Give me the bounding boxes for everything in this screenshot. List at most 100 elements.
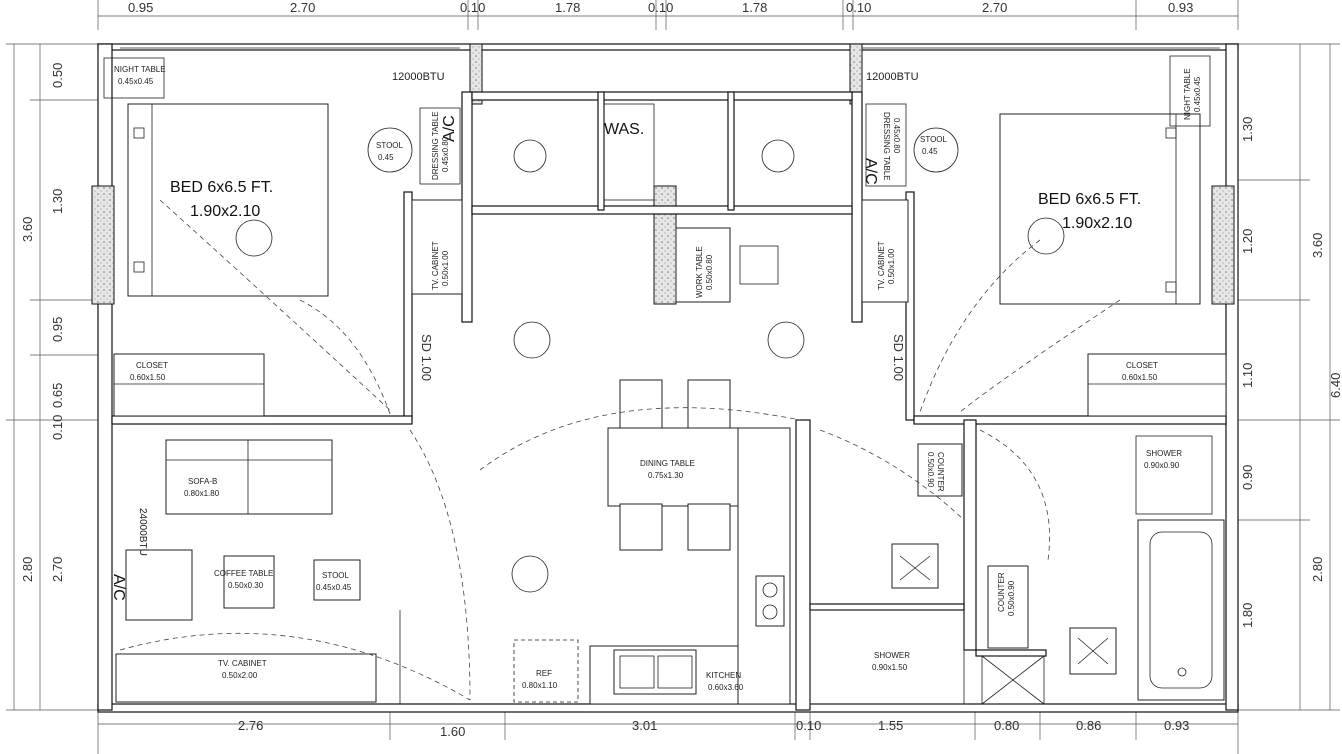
ref-size: 0.80x1.10 [522,681,558,690]
dim-bottom-1: 2.76 [238,718,263,733]
shower-1 [809,609,965,705]
shower-2-size: 0.90x0.90 [1144,461,1180,470]
work-table [675,227,731,303]
sd-right: SD 1.00 [891,334,906,381]
dim-bottom-2: 1.60 [440,724,465,739]
closet-right-label: CLOSET [1126,361,1158,370]
stool-right-size: 0.45 [922,147,938,156]
kitchen-size: 0.60x3.60 [708,683,744,692]
tv-cabinet-left-size: 0.50x1.00 [441,250,450,286]
right-dimensions: 3.60 6.40 2.80 1.30 1.20 1.10 0.90 1.80 [1240,117,1342,628]
night-table-left [103,57,165,99]
dressing-left-label: DRESSING TABLE [431,111,440,180]
dim-left-inner-6: 2.70 [50,557,65,582]
stool-left-size: 0.45 [378,153,394,162]
stool-living-size: 0.45x0.45 [316,583,352,592]
left-bedroom: BED 6x6.5 FT. 1.90x2.10 NIGHT TABLE 0.45… [103,57,463,417]
dim-top-6: 1.78 [742,0,767,15]
dim-right-outer-1: 3.60 [1310,233,1325,258]
dressing-left-size: 0.45x0.80 [441,136,450,172]
shower-2-label: SHOWER [1146,449,1182,458]
dim-right-outer-3: 2.80 [1310,557,1325,582]
tv-cabinet-living-size: 0.50x2.00 [222,671,258,680]
dining-table-label: DINING TABLE [640,459,695,468]
stool-living [313,559,361,601]
toilet-1 [891,543,939,589]
dim-right-inner-4: 0.90 [1240,465,1255,490]
washer-label: WAS. [604,121,644,138]
tv-cabinet-right-size: 0.50x1.00 [887,248,896,284]
ref-label: REF [536,669,552,678]
dim-bottom-3: 3.01 [632,718,657,733]
dim-top-9: 0.93 [1168,0,1193,15]
tv-cabinet-living [115,653,377,703]
bed-left-title: BED 6x6.5 FT. [170,179,273,196]
counter-1-label: COUNTER [936,452,945,492]
bottom-dimensions: 2.76 1.60 3.01 0.10 1.55 0.80 0.86 0.93 [238,718,1189,739]
tv-cabinet-living-label: TV. CABINET [218,659,267,668]
dressing-table-left [419,107,461,185]
closet-right [1087,353,1227,417]
bed-right [999,113,1201,305]
dim-left-inner-5: 0.10 [50,415,65,440]
dim-left-inner-4: 0.65 [50,383,65,408]
counter-2 [987,565,1029,649]
night-table-left-size: 0.45x0.45 [118,77,154,86]
ac-living [125,549,193,621]
bathroom-1: COUNTER 0.50x0.90 SHOWER 0.90x1.50 [809,429,965,705]
left-dimensions: 3.60 2.80 0.50 1.30 0.95 0.65 0.10 2.70 [20,63,65,582]
dim-right-inner-5: 1.80 [1240,603,1255,628]
work-table-label: WORK TABLE [695,246,704,298]
night-table-right-label: NIGHT TABLE [1183,68,1192,120]
tv-cabinet-left [411,199,463,295]
ac-right-tag: A/C [862,158,879,185]
dim-right-inner-1: 1.30 [1240,117,1255,142]
dim-bottom-5: 1.55 [878,718,903,733]
night-table-right-size: 0.45x0.45 [1193,76,1202,112]
bathtub [1137,519,1225,701]
sofa [165,439,333,515]
stool-living-label: STOOL [322,571,350,580]
dim-left-inner-1: 0.50 [50,63,65,88]
top-dimensions: 0.95 2.70 0.10 1.78 0.10 1.78 0.10 2.70 … [128,0,1193,15]
stool-left-label: STOOL [376,141,404,150]
refrigerator [513,639,579,703]
dimension-lines [6,0,1340,754]
counter-2-size: 0.50x0.90 [1007,580,1016,616]
ac-right-label: 12000BTU [866,71,919,83]
dim-bottom-6: 0.80 [994,718,1019,733]
bathroom-2: COUNTER 0.50x0.90 SHOWER 0.90x0.90 [979,429,1225,705]
walls [91,43,1239,713]
bed-right-size: 1.90x2.10 [1062,215,1132,232]
kitchen-label: KITCHEN [706,671,741,680]
shower-1-size: 0.90x1.50 [872,663,908,672]
bed-left [127,103,329,297]
right-bedroom: BED 6x6.5 FT. 1.90x2.10 NIGHT TABLE 0.45… [861,55,1227,417]
dim-bottom-8: 0.93 [1164,718,1189,733]
bed-right-title: BED 6x6.5 FT. [1038,191,1141,208]
dressing-right-size: 0.45x0.80 [892,118,901,154]
shower-2 [1135,435,1213,515]
dim-bottom-7: 0.86 [1076,718,1101,733]
dining-table [607,427,739,507]
dim-right-outer-2: 6.40 [1328,373,1342,398]
ac-left-label: 12000BTU [392,71,445,83]
stool-right [913,127,959,173]
night-table-right [1169,55,1211,127]
living-room: SOFA-B 0.80x1.80 A/C 24000BTU COFFEE TAB… [110,429,549,704]
ac-living-label: 24000BTU [137,508,148,556]
dim-left-inner-3: 0.95 [50,317,65,342]
kitchen: KITCHEN 0.60x3.60 REF 0.80x1.10 [513,575,785,703]
counter-1-size: 0.50x0.90 [926,452,935,488]
closet-left-size: 0.60x1.50 [130,373,166,382]
bed-left-size: 1.90x2.10 [190,203,260,220]
corridor: WAS. WORK TABLE 0.50x0.80 [513,103,805,359]
sd-left: SD 1.00 [419,334,434,381]
ac-living-tag: A/C [110,574,127,601]
dining-area: DINING TABLE 0.75x1.30 [479,379,801,551]
tv-cabinet-left-label: TV. CABINET [431,241,440,290]
dim-bottom-4: 0.10 [796,718,821,733]
ac-left-tag: A/C [441,115,458,142]
tv-cabinet-right-label: TV. CABINET [877,241,886,290]
